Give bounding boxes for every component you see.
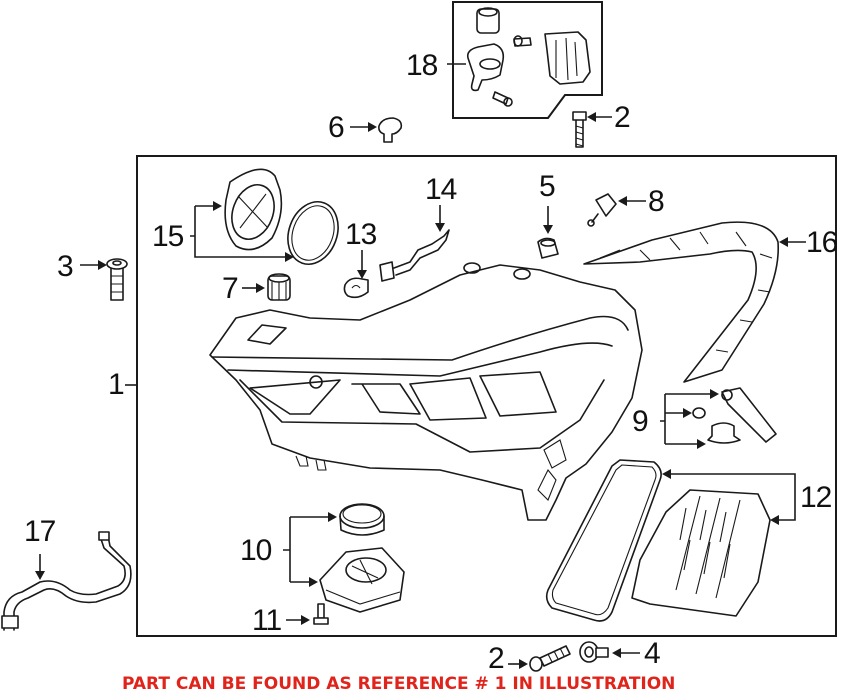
callout-2-top: 2	[614, 101, 631, 134]
seal-15	[287, 201, 339, 265]
adjuster-8	[587, 193, 617, 227]
callout-15: 15	[152, 220, 184, 253]
module-screw-11	[313, 603, 329, 625]
callout-8: 8	[648, 185, 665, 218]
callout-2-bottom: 2	[488, 642, 505, 675]
callout-12: 12	[800, 481, 832, 514]
callout-7: 7	[222, 272, 239, 305]
led-module-12	[631, 489, 771, 617]
screw-3	[106, 258, 128, 301]
harness-14	[379, 229, 450, 282]
gasket-12	[545, 459, 662, 622]
seal-10	[339, 503, 385, 536]
control-module-10	[319, 547, 405, 613]
reference-caption: PART CAN BE FOUND AS REFERENCE # 1 IN IL…	[122, 674, 676, 694]
kit-18-frame	[452, 1, 603, 119]
bolt-bottom	[529, 645, 571, 672]
cover-15	[224, 168, 283, 251]
vent-hose-17	[1, 531, 132, 631]
callout-5: 5	[539, 170, 556, 203]
callout-4: 4	[644, 637, 661, 670]
callout-1: 1	[108, 368, 125, 401]
grommet-top	[378, 117, 403, 143]
callout-11: 11	[252, 604, 282, 637]
grommet-bottom	[579, 641, 609, 663]
headlight-housing	[209, 262, 643, 521]
callout-9: 9	[632, 405, 649, 438]
assembly-frame	[136, 155, 837, 637]
callout-3: 3	[57, 250, 74, 283]
bolt-top	[572, 111, 587, 148]
bulb-13	[343, 277, 369, 299]
callout-16: 16	[806, 226, 838, 259]
callout-10: 10	[240, 534, 272, 567]
callout-13: 13	[345, 218, 377, 251]
repair-kit-9	[692, 387, 777, 444]
callout-17: 17	[24, 515, 56, 548]
callout-18: 18	[406, 49, 438, 82]
bracket-kit-parts	[466, 7, 591, 107]
callout-14: 14	[425, 173, 457, 206]
trim-seal-16	[583, 221, 780, 383]
socket-7	[267, 273, 291, 301]
nut-clip-5	[537, 237, 559, 259]
callout-6: 6	[328, 111, 345, 144]
